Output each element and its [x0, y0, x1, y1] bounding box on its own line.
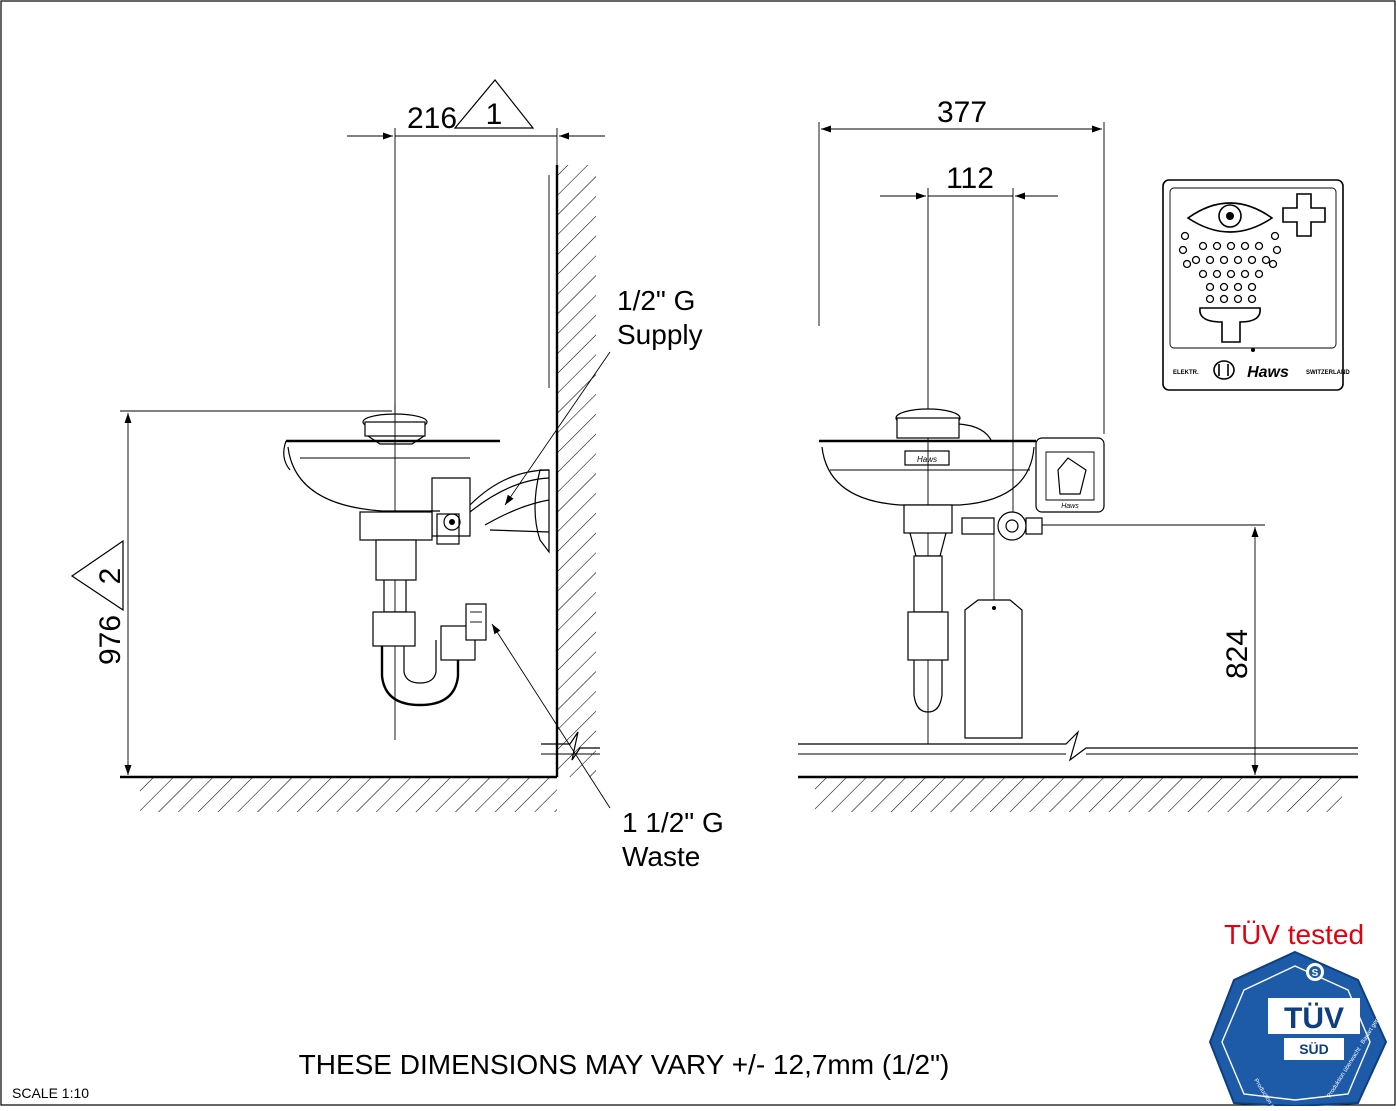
dim-976-text: 976 [94, 615, 127, 665]
dimension-216: 216 1 [347, 79, 605, 412]
scale-note: SCALE 1:10 [12, 1085, 89, 1101]
tuv-certification: TÜV tested S TÜV SÜD Production monitore… [1208, 919, 1388, 1111]
water-spray-icon [1178, 231, 1282, 304]
bowl-brand-text: Haws [917, 455, 937, 464]
revision-2-text: 2 [94, 568, 127, 585]
wall [541, 165, 600, 777]
sign-brand-text: Haws [1247, 364, 1289, 381]
dimension-976: 976 2 [70, 410, 392, 775]
eyewash-sign: ELEKTR. SWITZERLAND Haws [1162, 179, 1350, 391]
waste-label-text: Waste [622, 841, 700, 872]
bowl-icon [1199, 307, 1261, 343]
haws-logo-icon [1213, 360, 1235, 380]
tuv-badge-sub: SÜD [1299, 1041, 1329, 1057]
dim-377-text: 377 [937, 96, 987, 129]
sign-right-text: SWITZERLAND [1306, 370, 1350, 376]
floor-front [798, 729, 1358, 812]
waste-callout: 1 1/2" G Waste [491, 623, 724, 872]
eyewash-side [283, 404, 550, 740]
svg-text:S: S [1312, 968, 1319, 979]
dim-216-text: 216 [407, 102, 457, 135]
bracket-brand-text: Haws [1061, 503, 1079, 510]
tuv-caption: TÜV tested [1224, 919, 1364, 950]
waste-size-text: 1 1/2" G [622, 807, 724, 838]
supply-label-text: Supply [617, 319, 703, 350]
tuv-badge-main: TÜV [1284, 1002, 1344, 1035]
supply-callout: 1/2" G Supply [504, 285, 703, 506]
eyewash-front: Haws Haws [819, 408, 1105, 739]
dim-824-text: 824 [1221, 629, 1254, 679]
floor-side [120, 775, 557, 812]
front-view: 377 112 824 Haws [798, 96, 1358, 812]
dimension-824: 824 [1030, 524, 1265, 775]
tolerance-note: THESE DIMENSIONS MAY VARY +/- 12,7mm (1/… [299, 1049, 950, 1080]
first-aid-cross-icon [1282, 193, 1326, 237]
dimension-377: 377 [818, 96, 1105, 434]
eye-icon [1186, 202, 1274, 233]
revision-1-text: 1 [486, 98, 503, 131]
side-view: 216 1 976 2 [70, 79, 724, 872]
tuv-sud-badge-icon: S TÜV SÜD Production monitored · Type te… [1208, 950, 1388, 1111]
sign-left-text: ELEKTR. [1173, 370, 1199, 376]
dim-112-text: 112 [946, 162, 994, 195]
supply-size-text: 1/2" G [617, 285, 695, 316]
